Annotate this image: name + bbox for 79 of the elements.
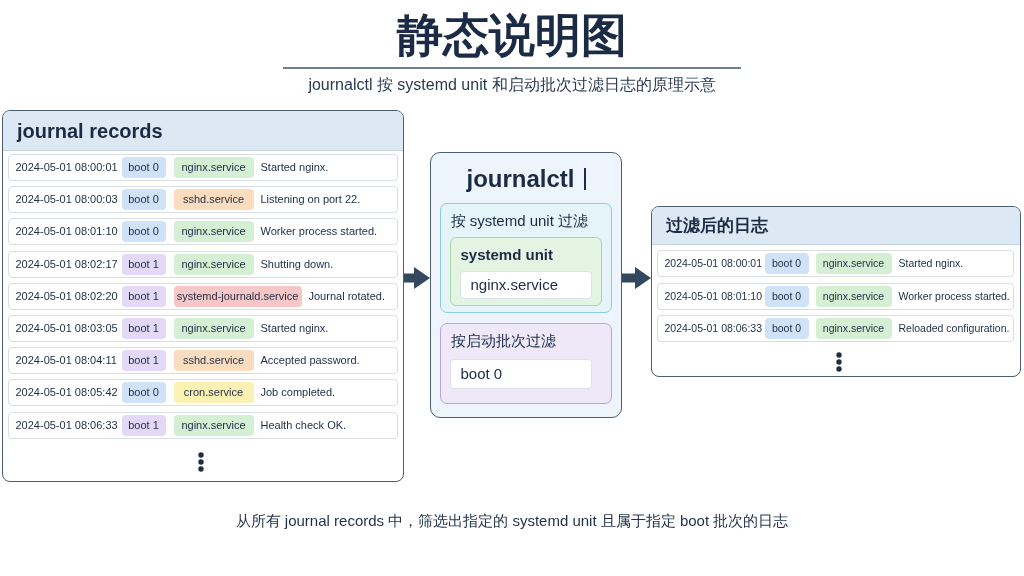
panel (651, 206, 1021, 377)
panel-title: 过滤后的日志 (666, 215, 768, 236)
subtitle: journalctl 按 systemd unit 和启动批次过滤日志的原理示意 (308, 75, 716, 95)
boot-tag: boot 0 (764, 252, 809, 274)
unit-tag: cron.service (173, 381, 254, 403)
log-message: Shutting down. (260, 257, 334, 271)
unit-tag: nginx.service (173, 156, 254, 178)
timestamp: 2024-05-01 08:01:10 (664, 289, 762, 303)
unit-tag: nginx.service (173, 317, 254, 339)
log-message: Started nginx. (260, 160, 329, 174)
log-row (7, 185, 398, 213)
boot-tag: boot 0 (121, 381, 166, 403)
log-message: Started nginx. (898, 256, 964, 270)
filter-heading: 按启动批次过滤 (450, 331, 556, 350)
log-row (7, 411, 398, 439)
log-row (656, 282, 1014, 310)
boot-tag: boot 0 (764, 285, 809, 307)
log-message: Health check OK. (260, 418, 347, 432)
log-message: Worker process started. (898, 289, 1010, 303)
timestamp: 2024-05-01 08:01:10 (15, 224, 118, 238)
log-message: Journal rotated. (308, 289, 385, 303)
panel-title: journalctl (466, 164, 575, 194)
boot-tag: boot 0 (121, 220, 166, 242)
timestamp: 2024-05-01 08:05:42 (15, 385, 118, 399)
log-row (656, 249, 1014, 277)
boot-tag: boot 1 (121, 317, 166, 339)
log-message: Listening on port 22. (260, 192, 361, 206)
timestamp: 2024-05-01 08:02:17 (15, 257, 118, 271)
filter-heading: 按 systemd unit 过滤 (450, 211, 589, 230)
unit-tag: sshd.service (173, 188, 254, 210)
log-row (7, 346, 398, 374)
title: 静态说明图 (397, 8, 627, 62)
boot-tag: boot 1 (121, 253, 166, 275)
unit-tag: nginx.service (173, 220, 254, 242)
log-row (7, 153, 398, 181)
filter-label: systemd unit (460, 245, 554, 264)
unit-tag: nginx.service (815, 317, 892, 339)
log-row (7, 282, 398, 310)
unit-tag: nginx.service (815, 285, 892, 307)
boot-tag: boot 0 (764, 317, 809, 339)
timestamp: 2024-05-01 08:00:03 (15, 192, 118, 206)
log-message: Started nginx. (260, 321, 329, 335)
log-row (7, 314, 398, 342)
boot-tag: boot 1 (121, 285, 166, 307)
log-row (7, 378, 398, 406)
input-field: boot 0 (449, 358, 592, 389)
tool-panel (430, 152, 622, 418)
timestamp: 2024-05-01 08:06:33 (15, 418, 118, 432)
unit-tag: systemd-journald.service (173, 285, 302, 307)
caption: 从所有 journal records 中，筛选出指定的 systemd unit 且属于指定 boot 批次的日志 (235, 511, 789, 531)
timestamp: 2024-05-01 08:00:01 (15, 160, 118, 174)
unit-tag: nginx.service (173, 414, 254, 436)
log-message: Reloaded configuration. (898, 321, 1010, 335)
filter-group (439, 322, 612, 404)
log-row (7, 217, 398, 245)
timestamp: 2024-05-01 08:02:20 (15, 289, 118, 303)
filter-group (439, 202, 612, 313)
log-row (7, 250, 398, 278)
unit-tag: sshd.service (173, 349, 254, 371)
timestamp: 2024-05-01 08:00:01 (664, 256, 762, 270)
timestamp: 2024-05-01 08:04:11 (15, 353, 117, 367)
unit-tag: nginx.service (173, 253, 254, 275)
arrow (622, 267, 651, 289)
arrow (404, 267, 430, 289)
log-message: Accepted password. (260, 353, 360, 367)
timestamp: 2024-05-01 08:03:05 (15, 321, 118, 335)
timestamp: 2024-05-01 08:06:33 (664, 321, 762, 335)
panel (2, 110, 404, 482)
input-field: nginx.service (459, 270, 592, 299)
log-message: Job completed. (260, 385, 336, 399)
boot-tag: boot 1 (121, 414, 166, 436)
panel-title: journal records (17, 119, 163, 144)
boot-tag: boot 1 (121, 349, 166, 371)
boot-tag: boot 0 (121, 156, 166, 178)
log-message: Worker process started. (260, 224, 378, 238)
unit-tag: nginx.service (815, 252, 892, 274)
unit-group (449, 236, 602, 306)
boot-tag: boot 0 (121, 188, 166, 210)
log-row (656, 314, 1014, 342)
